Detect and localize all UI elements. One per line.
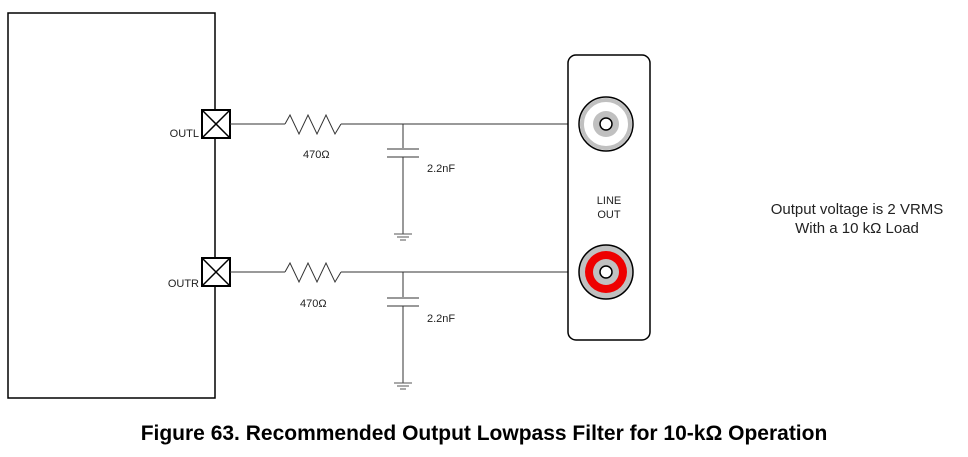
line-out-label-1: LINE <box>597 195 621 207</box>
line-out-label-2: OUT <box>597 209 621 221</box>
outr-pin-icon <box>201 257 231 287</box>
right-channel: OUTR 470Ω 2.2nF <box>168 257 594 390</box>
resistor-icon <box>284 261 342 284</box>
capacitor-value: 2.2nF <box>427 163 455 175</box>
resistor-icon <box>284 113 342 136</box>
output-note-line1: Output voltage is 2 VRMS <box>771 201 944 218</box>
outl-pin-icon <box>201 109 231 139</box>
figure-caption: Figure 63. Recommended Output Lowpass Fi… <box>141 422 828 445</box>
capacitor-value: 2.2nF <box>427 313 455 325</box>
capacitor-icon <box>387 124 419 234</box>
outr-label: OUTR <box>168 278 199 290</box>
resistor-value: 470Ω <box>303 149 330 161</box>
left-rca-jack-icon <box>578 96 634 152</box>
output-note-line2: With a 10 kΩ Load <box>795 220 919 237</box>
device-block <box>7 12 216 399</box>
outl-label: OUTL <box>170 128 199 140</box>
resistor-value: 470Ω <box>300 298 327 310</box>
ground-icon <box>394 233 412 241</box>
right-rca-jack-icon <box>578 244 634 300</box>
capacitor-icon <box>387 272 419 383</box>
ground-icon <box>394 382 412 390</box>
left-channel: OUTL 470Ω 2.2nF <box>170 109 594 241</box>
